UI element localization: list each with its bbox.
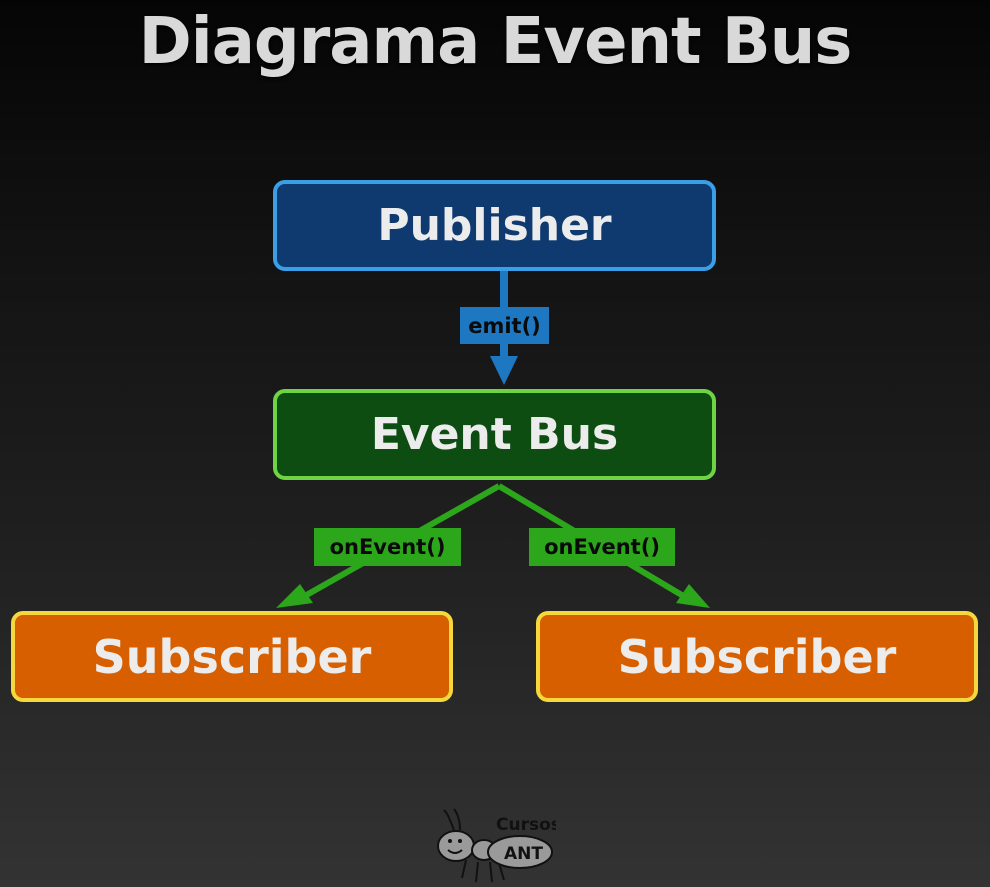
on-event-label-right: onEvent() bbox=[529, 528, 675, 566]
on-event-label-left: onEvent() bbox=[314, 528, 461, 566]
logo-text-cursos: Cursos bbox=[496, 815, 556, 835]
publisher-node: Publisher bbox=[273, 180, 716, 271]
cursos-ant-logo: Cursos ANT bbox=[437, 808, 556, 883]
event-bus-label: Event Bus bbox=[370, 409, 619, 460]
publisher-label: Publisher bbox=[377, 200, 612, 251]
subscriber-node-right: Subscriber bbox=[536, 611, 978, 702]
logo-text-ant: ANT bbox=[504, 844, 543, 864]
emit-label: emit() bbox=[460, 307, 549, 344]
diagram-title: Diagrama Event Bus bbox=[138, 5, 853, 79]
subscriber-node-left: Subscriber bbox=[11, 611, 453, 702]
event-bus-node: Event Bus bbox=[273, 389, 716, 480]
subscriber-right-label: Subscriber bbox=[617, 629, 897, 684]
subscriber-left-label: Subscriber bbox=[92, 629, 372, 684]
